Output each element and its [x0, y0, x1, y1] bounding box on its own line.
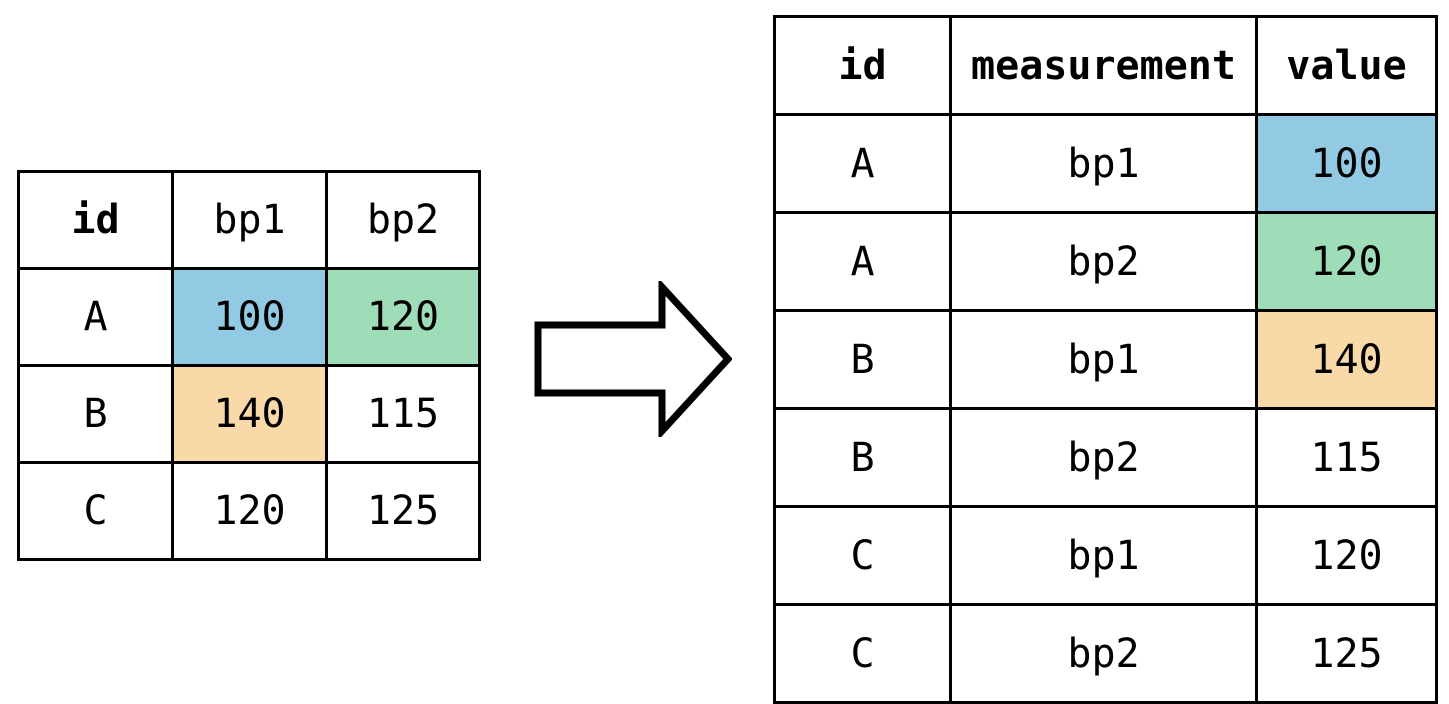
wide-header-bp1: bp1: [171, 170, 328, 270]
wide-cell-id-c: C: [17, 461, 174, 561]
table-row: B bp2 115: [773, 407, 1438, 508]
long-header-value: value: [1255, 15, 1438, 116]
table-row: B 140 115: [17, 364, 481, 464]
long-cell-id-r5: C: [773, 603, 952, 704]
long-cell-value-r1: 120: [1255, 211, 1438, 312]
long-cell-id-r1: A: [773, 211, 952, 312]
wide-format-table: id bp1 bp2 A 100 120 B 140 115 C 120 125: [17, 170, 481, 561]
arrow-svg: [534, 281, 732, 437]
long-cell-id-r2: B: [773, 309, 952, 410]
long-cell-id-r3: B: [773, 407, 952, 508]
long-cell-id-r0: A: [773, 113, 952, 214]
long-cell-value-r5: 125: [1255, 603, 1438, 704]
table-header-row: id measurement value: [773, 15, 1438, 116]
table-row: A 100 120: [17, 267, 481, 367]
table-row: A bp1 100: [773, 113, 1438, 214]
long-header-measurement: measurement: [949, 15, 1258, 116]
long-cell-measurement-r4: bp1: [949, 505, 1258, 606]
long-cell-measurement-r1: bp2: [949, 211, 1258, 312]
long-cell-measurement-r5: bp2: [949, 603, 1258, 704]
wide-header-bp2: bp2: [325, 170, 481, 270]
long-cell-value-r0: 100: [1255, 113, 1438, 214]
wide-cell-c-bp2: 125: [325, 461, 481, 561]
table-row: A bp2 120: [773, 211, 1438, 312]
wide-cell-id-b: B: [17, 364, 174, 464]
long-format-table: id measurement value A bp1 100 A bp2 120…: [773, 15, 1438, 704]
table-header-row: id bp1 bp2: [17, 170, 481, 270]
table-row: C 120 125: [17, 461, 481, 561]
wide-cell-a-bp2: 120: [325, 267, 481, 367]
wide-cell-c-bp1: 120: [171, 461, 328, 561]
wide-cell-a-bp1: 100: [171, 267, 328, 367]
table-row: C bp2 125: [773, 603, 1438, 704]
arrow-outline: [534, 281, 732, 437]
long-cell-value-r4: 120: [1255, 505, 1438, 606]
long-cell-id-r4: C: [773, 505, 952, 606]
long-cell-measurement-r0: bp1: [949, 113, 1258, 214]
long-header-id: id: [773, 15, 952, 116]
long-cell-value-r2: 140: [1255, 309, 1438, 410]
wide-cell-b-bp2: 115: [325, 364, 481, 464]
right-block-arrow-icon: [534, 281, 732, 437]
long-cell-value-r3: 115: [1255, 407, 1438, 508]
table-row: C bp1 120: [773, 505, 1438, 606]
wide-header-id: id: [17, 170, 174, 270]
wide-cell-id-a: A: [17, 267, 174, 367]
long-cell-measurement-r2: bp1: [949, 309, 1258, 410]
long-cell-measurement-r3: bp2: [949, 407, 1258, 508]
wide-cell-b-bp1: 140: [171, 364, 328, 464]
table-row: B bp1 140: [773, 309, 1438, 410]
